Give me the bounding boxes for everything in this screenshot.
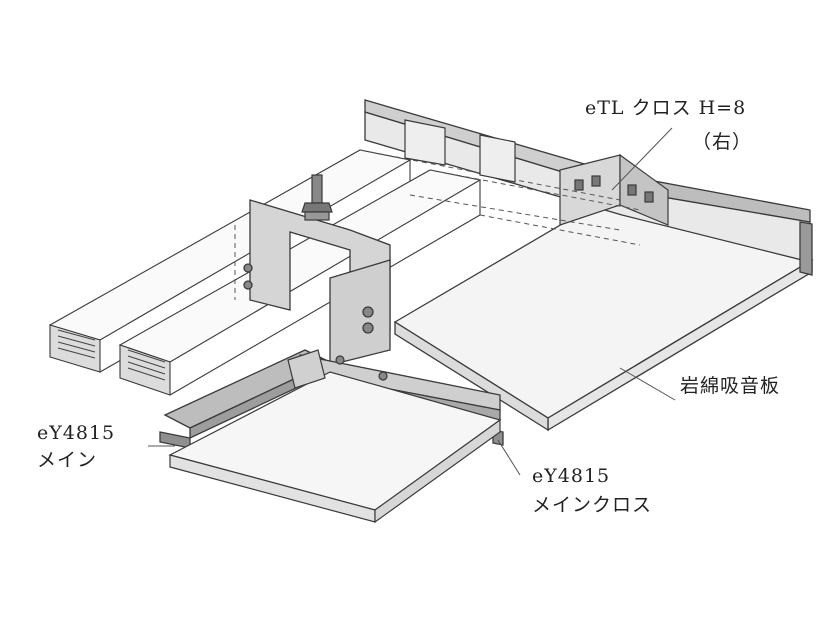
leader-lines — [148, 127, 676, 476]
main-name-label: メイン — [37, 449, 98, 471]
main-cross-name-label: メインクロス — [532, 494, 653, 516]
rock-wool-board-label: 岩綿吸音板 — [680, 375, 781, 397]
main-cross-model-label: eY4815 — [532, 465, 611, 487]
channel-end-ribs — [57, 329, 166, 381]
etl-cross-side-label: （右） — [692, 131, 753, 153]
etl-cross-connector — [559, 153, 669, 226]
hanger-bracket — [243, 199, 391, 366]
front-ceiling-panel — [168, 371, 502, 524]
channel-clips — [404, 119, 516, 183]
etl-cross-label: eTL クロス H=8 — [585, 97, 747, 119]
main-model-label: eY4815 — [37, 422, 116, 444]
junction-clip — [287, 349, 388, 389]
hanger-bolt — [301, 174, 333, 221]
rock-wool-board-panel — [393, 189, 814, 432]
